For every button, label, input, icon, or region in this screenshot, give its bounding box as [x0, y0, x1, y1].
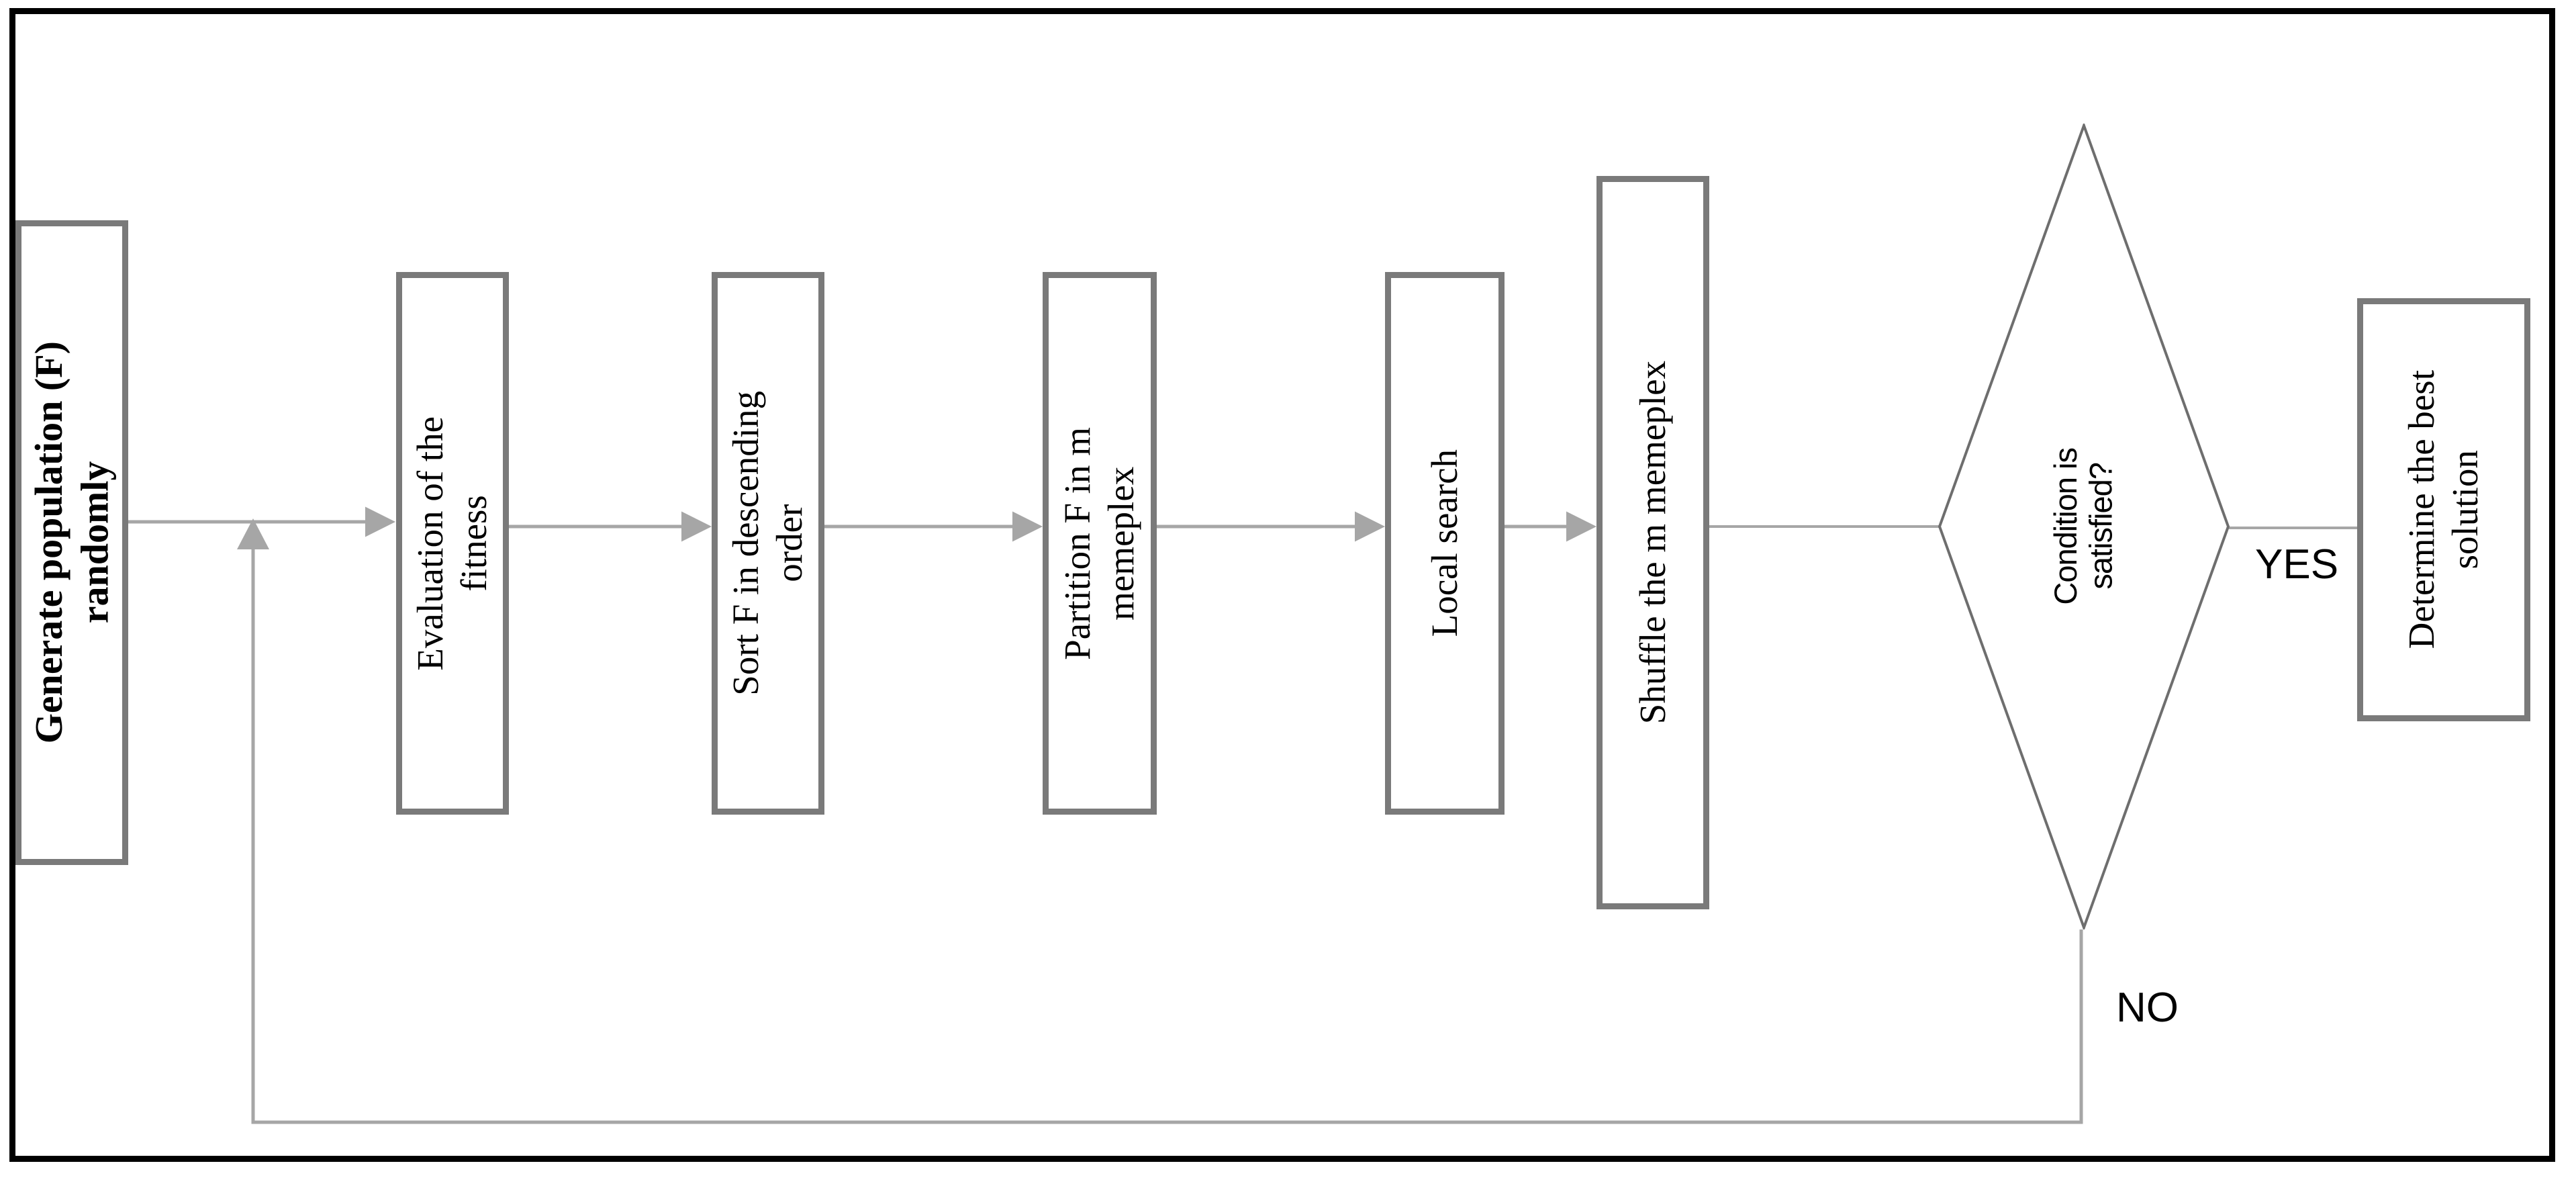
- node-determine-best-solution[interactable]: Determine the best solution: [2357, 298, 2530, 721]
- node-shuffle-memeplex-label: Shuffle the m memeplex: [1631, 361, 1673, 725]
- node-sort-descending[interactable]: Sort F in descending order: [712, 272, 824, 815]
- decision-diamond-shape: [1940, 126, 2228, 927]
- node-local-search[interactable]: Local search: [1385, 272, 1505, 815]
- node-generate-population-label: Generate population (F) randomly: [26, 341, 116, 744]
- edge-label-no: NO: [2116, 985, 2179, 1031]
- node-determine-best-solution-label: Determine the best solution: [2401, 370, 2485, 649]
- node-partition-memeplex-label: Partition F in m memeplex: [1057, 426, 1141, 660]
- node-local-search-label: Local search: [1423, 449, 1465, 637]
- node-partition-memeplex[interactable]: Partition F in m memeplex: [1043, 272, 1157, 815]
- diagram-outer-frame: [9, 8, 2555, 1162]
- node-sort-descending-label: Sort F in descending order: [725, 391, 810, 696]
- node-evaluation-fitness-label: Evaluation of the fitness: [410, 416, 494, 671]
- node-condition-satisfied[interactable]: [1938, 124, 2230, 929]
- node-generate-population[interactable]: Generate population (F) randomly: [15, 220, 128, 865]
- edge-label-yes: YES: [2255, 541, 2339, 588]
- node-evaluation-fitness[interactable]: Evaluation of the fitness: [396, 272, 509, 815]
- node-shuffle-memeplex[interactable]: Shuffle the m memeplex: [1596, 176, 1709, 909]
